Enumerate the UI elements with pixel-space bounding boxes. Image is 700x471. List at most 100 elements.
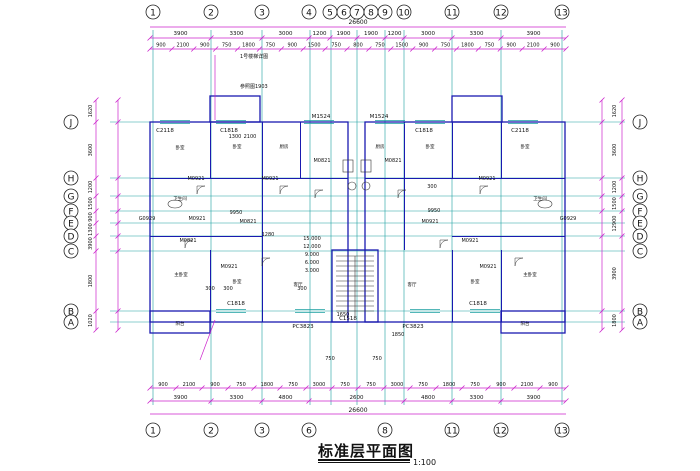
dim-right: 3900	[612, 267, 618, 280]
dim-left: 1500	[88, 197, 94, 210]
window-label: C1818	[469, 301, 487, 307]
axis-bubble-bottom	[377, 422, 393, 438]
dim-tick	[115, 233, 121, 239]
axis-bubble-left	[63, 170, 79, 186]
dim-tick	[409, 46, 416, 52]
dim-bottom-mid: 3300	[470, 395, 484, 401]
axis-bubble-right-label: C	[637, 248, 643, 258]
room-label: 卧室	[233, 278, 242, 285]
axis-bubble-top-label: 9	[382, 9, 388, 19]
window-label: C1818	[415, 128, 433, 134]
dim-tick	[259, 35, 265, 41]
room-label: 客厅	[408, 281, 417, 288]
room-label: 卫生间	[533, 195, 547, 202]
interior-wall	[262, 122, 263, 250]
misc-label: 750	[325, 356, 335, 362]
sink	[342, 159, 354, 173]
door-label: M0921	[187, 176, 204, 182]
dim-tick	[401, 398, 407, 404]
dim-tick	[277, 385, 283, 391]
door-label: M0921	[478, 176, 495, 182]
dim-tick	[300, 46, 307, 52]
dim-right: 12900	[612, 216, 618, 232]
window-label: C2118	[511, 128, 529, 134]
axis-bubble-top-label: 2	[208, 9, 214, 19]
dim-tick	[619, 97, 625, 103]
interior-wall	[210, 122, 211, 178]
building-walls	[149, 95, 566, 334]
dim-top-fine: 2100	[176, 43, 189, 49]
dim-tick	[449, 398, 455, 404]
dim-tick	[115, 327, 121, 333]
room-label: 卧室	[176, 144, 185, 151]
dim-tick	[329, 385, 335, 391]
door-swing	[261, 257, 271, 267]
misc-label: 9950	[428, 208, 441, 214]
dim-tick	[225, 385, 231, 391]
dim-top-fine: 1800	[461, 43, 474, 49]
dim-tick	[519, 46, 525, 52]
dim-left: 1800	[88, 275, 94, 288]
axis-bubble-right-label: E	[637, 220, 643, 230]
axis-bubble-top	[301, 4, 317, 20]
misc-label: 1280	[262, 232, 275, 238]
misc-label: 1850	[392, 332, 405, 338]
note-leader	[199, 319, 216, 361]
wall-outline	[209, 95, 261, 123]
dim-right: 3600	[612, 144, 618, 157]
door-swing	[439, 239, 449, 249]
room-label: 厨房	[280, 143, 289, 150]
wall-outline	[500, 310, 566, 334]
axis-bubble-bottom-label: 8	[382, 427, 388, 437]
dim-top-fine: 750	[441, 43, 451, 49]
dim-tick	[93, 193, 99, 199]
window-label: C1818	[220, 128, 238, 134]
axis-bubble-bottom	[493, 422, 509, 438]
room-label: 卧室	[233, 143, 242, 150]
dim-top-fine: 2100	[527, 43, 540, 49]
dim-tick	[498, 35, 504, 41]
interior-wall	[404, 122, 405, 250]
door-label: M0821	[239, 219, 256, 225]
misc-label: 1650	[337, 312, 350, 318]
axis-bubble-left	[63, 314, 79, 330]
dim-top-mid: 3300	[470, 31, 484, 37]
dim-left: 1300	[88, 223, 94, 236]
axis-bubble-bottom	[203, 422, 219, 438]
room-label: 主卧室	[174, 271, 188, 278]
dim-tick	[208, 398, 214, 404]
dim-left: 900	[88, 212, 94, 222]
dim-tick	[115, 97, 121, 103]
wall-outline	[364, 121, 566, 323]
room-details	[167, 159, 553, 316]
dim-bottom-fine: 750	[236, 382, 246, 388]
door-swing	[397, 189, 407, 199]
dim-tick	[366, 46, 372, 52]
interior-wall	[150, 178, 348, 179]
note-reference: 参照图1903	[240, 83, 268, 90]
dim-tick	[278, 46, 285, 52]
interior-wall	[452, 122, 453, 178]
axis-bubble-right-label: F	[637, 208, 642, 218]
dim-tick	[619, 308, 625, 314]
dim-tick	[93, 175, 99, 181]
dim-left: 1620	[88, 105, 94, 118]
interior-wall	[210, 250, 211, 322]
drawing-title: 标准层平面图	[318, 442, 415, 460]
axis-bubble-left-label: B	[68, 308, 74, 318]
dim-tick	[93, 119, 99, 125]
dim-bottom-total: 26600	[348, 407, 367, 414]
door-label: M0921	[220, 264, 237, 270]
dim-tick	[327, 35, 333, 41]
axis-bubble-top	[203, 4, 219, 20]
axis-bubble-right	[632, 314, 648, 330]
misc-label: 3.000	[305, 268, 319, 274]
axis-bubble-top-label: 12	[495, 9, 506, 19]
dim-tick	[381, 385, 387, 391]
window-label: C1518	[339, 316, 357, 322]
dim-tick	[388, 46, 394, 52]
dim-tick	[563, 385, 569, 391]
dim-bottom-mid: 3900	[174, 395, 188, 401]
dim-tick	[234, 46, 241, 52]
